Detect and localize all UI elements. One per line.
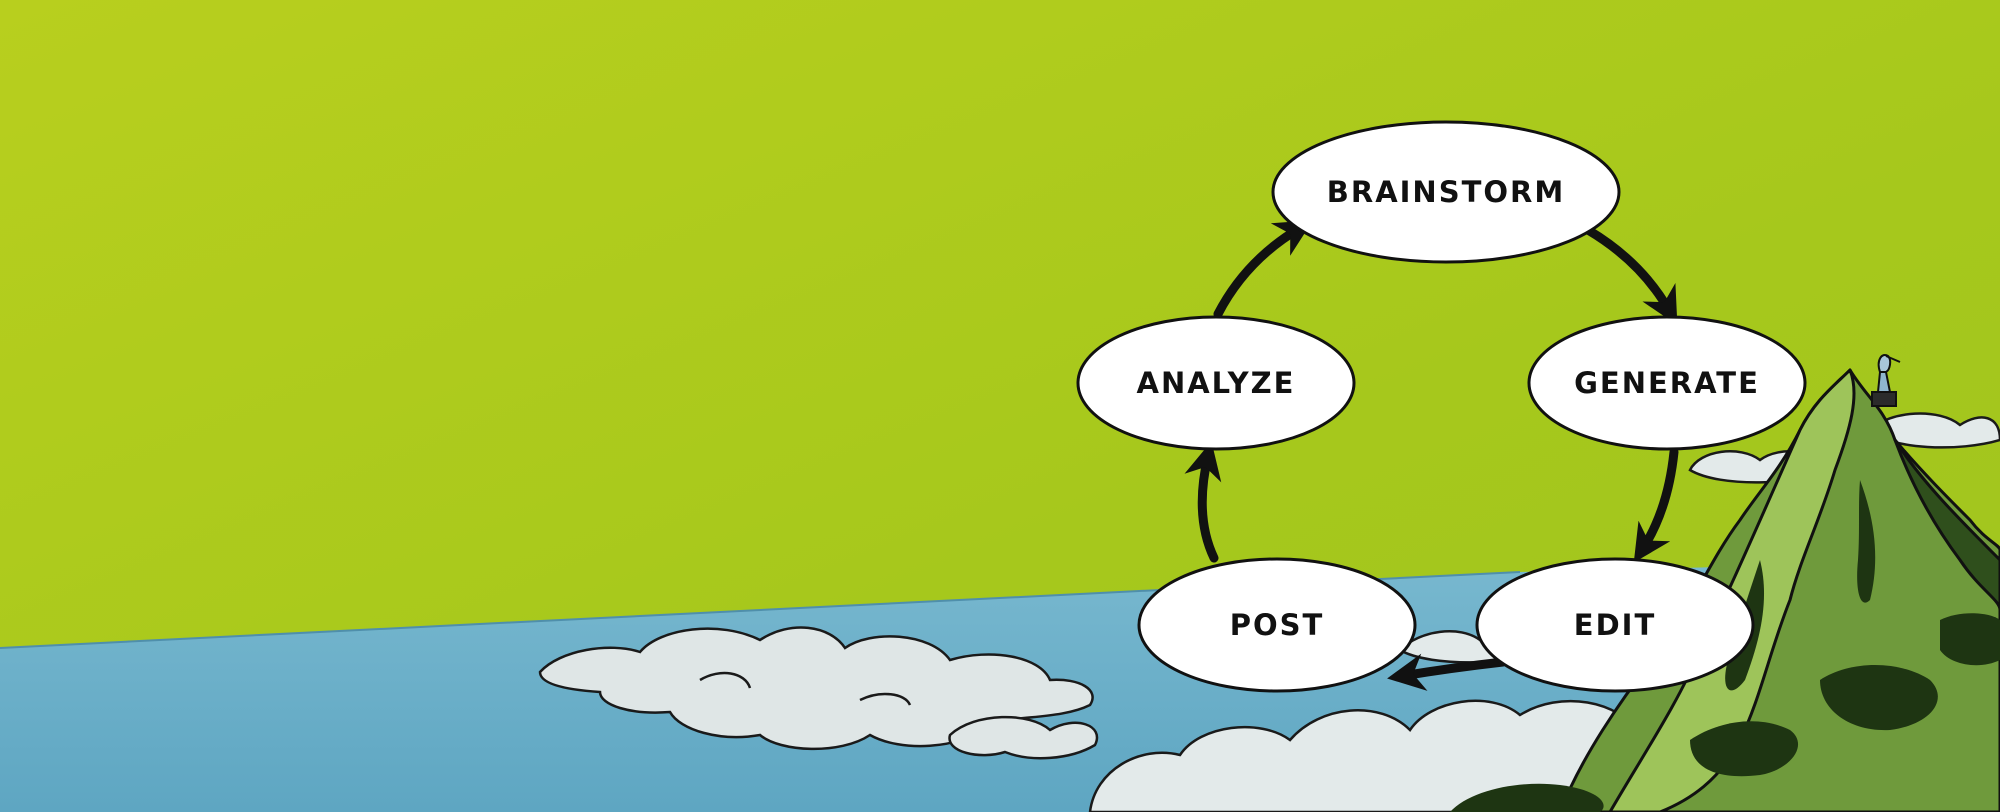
node-brainstorm: BRAINSTORM: [1271, 120, 1621, 264]
edge-generate-to-edit: [1633, 447, 1679, 563]
node-post: POST: [1137, 557, 1417, 693]
node-label-edit: EDIT: [1574, 608, 1656, 642]
edge-analyze-to-brainstorm: [1213, 220, 1314, 319]
node-label-post: POST: [1230, 608, 1325, 642]
figure-on-peak: [1871, 354, 1901, 407]
cycle-diagram: BRAINSTORM GENERATE EDIT POST ANALYZE: [1076, 120, 1807, 693]
node-label-brainstorm: BRAINSTORM: [1327, 175, 1565, 209]
node-generate: GENERATE: [1527, 315, 1807, 451]
node-edit: EDIT: [1475, 557, 1755, 693]
edge-edit-to-post: [1387, 653, 1508, 691]
edges: [1184, 220, 1679, 691]
node-label-analyze: ANALYZE: [1137, 366, 1296, 400]
edge-brainstorm-to-generate: [1583, 225, 1678, 326]
node-analyze: ANALYZE: [1076, 315, 1356, 451]
node-label-generate: GENERATE: [1574, 366, 1760, 400]
clouds-left: [538, 626, 1099, 760]
edge-post-to-analyze: [1184, 441, 1222, 563]
